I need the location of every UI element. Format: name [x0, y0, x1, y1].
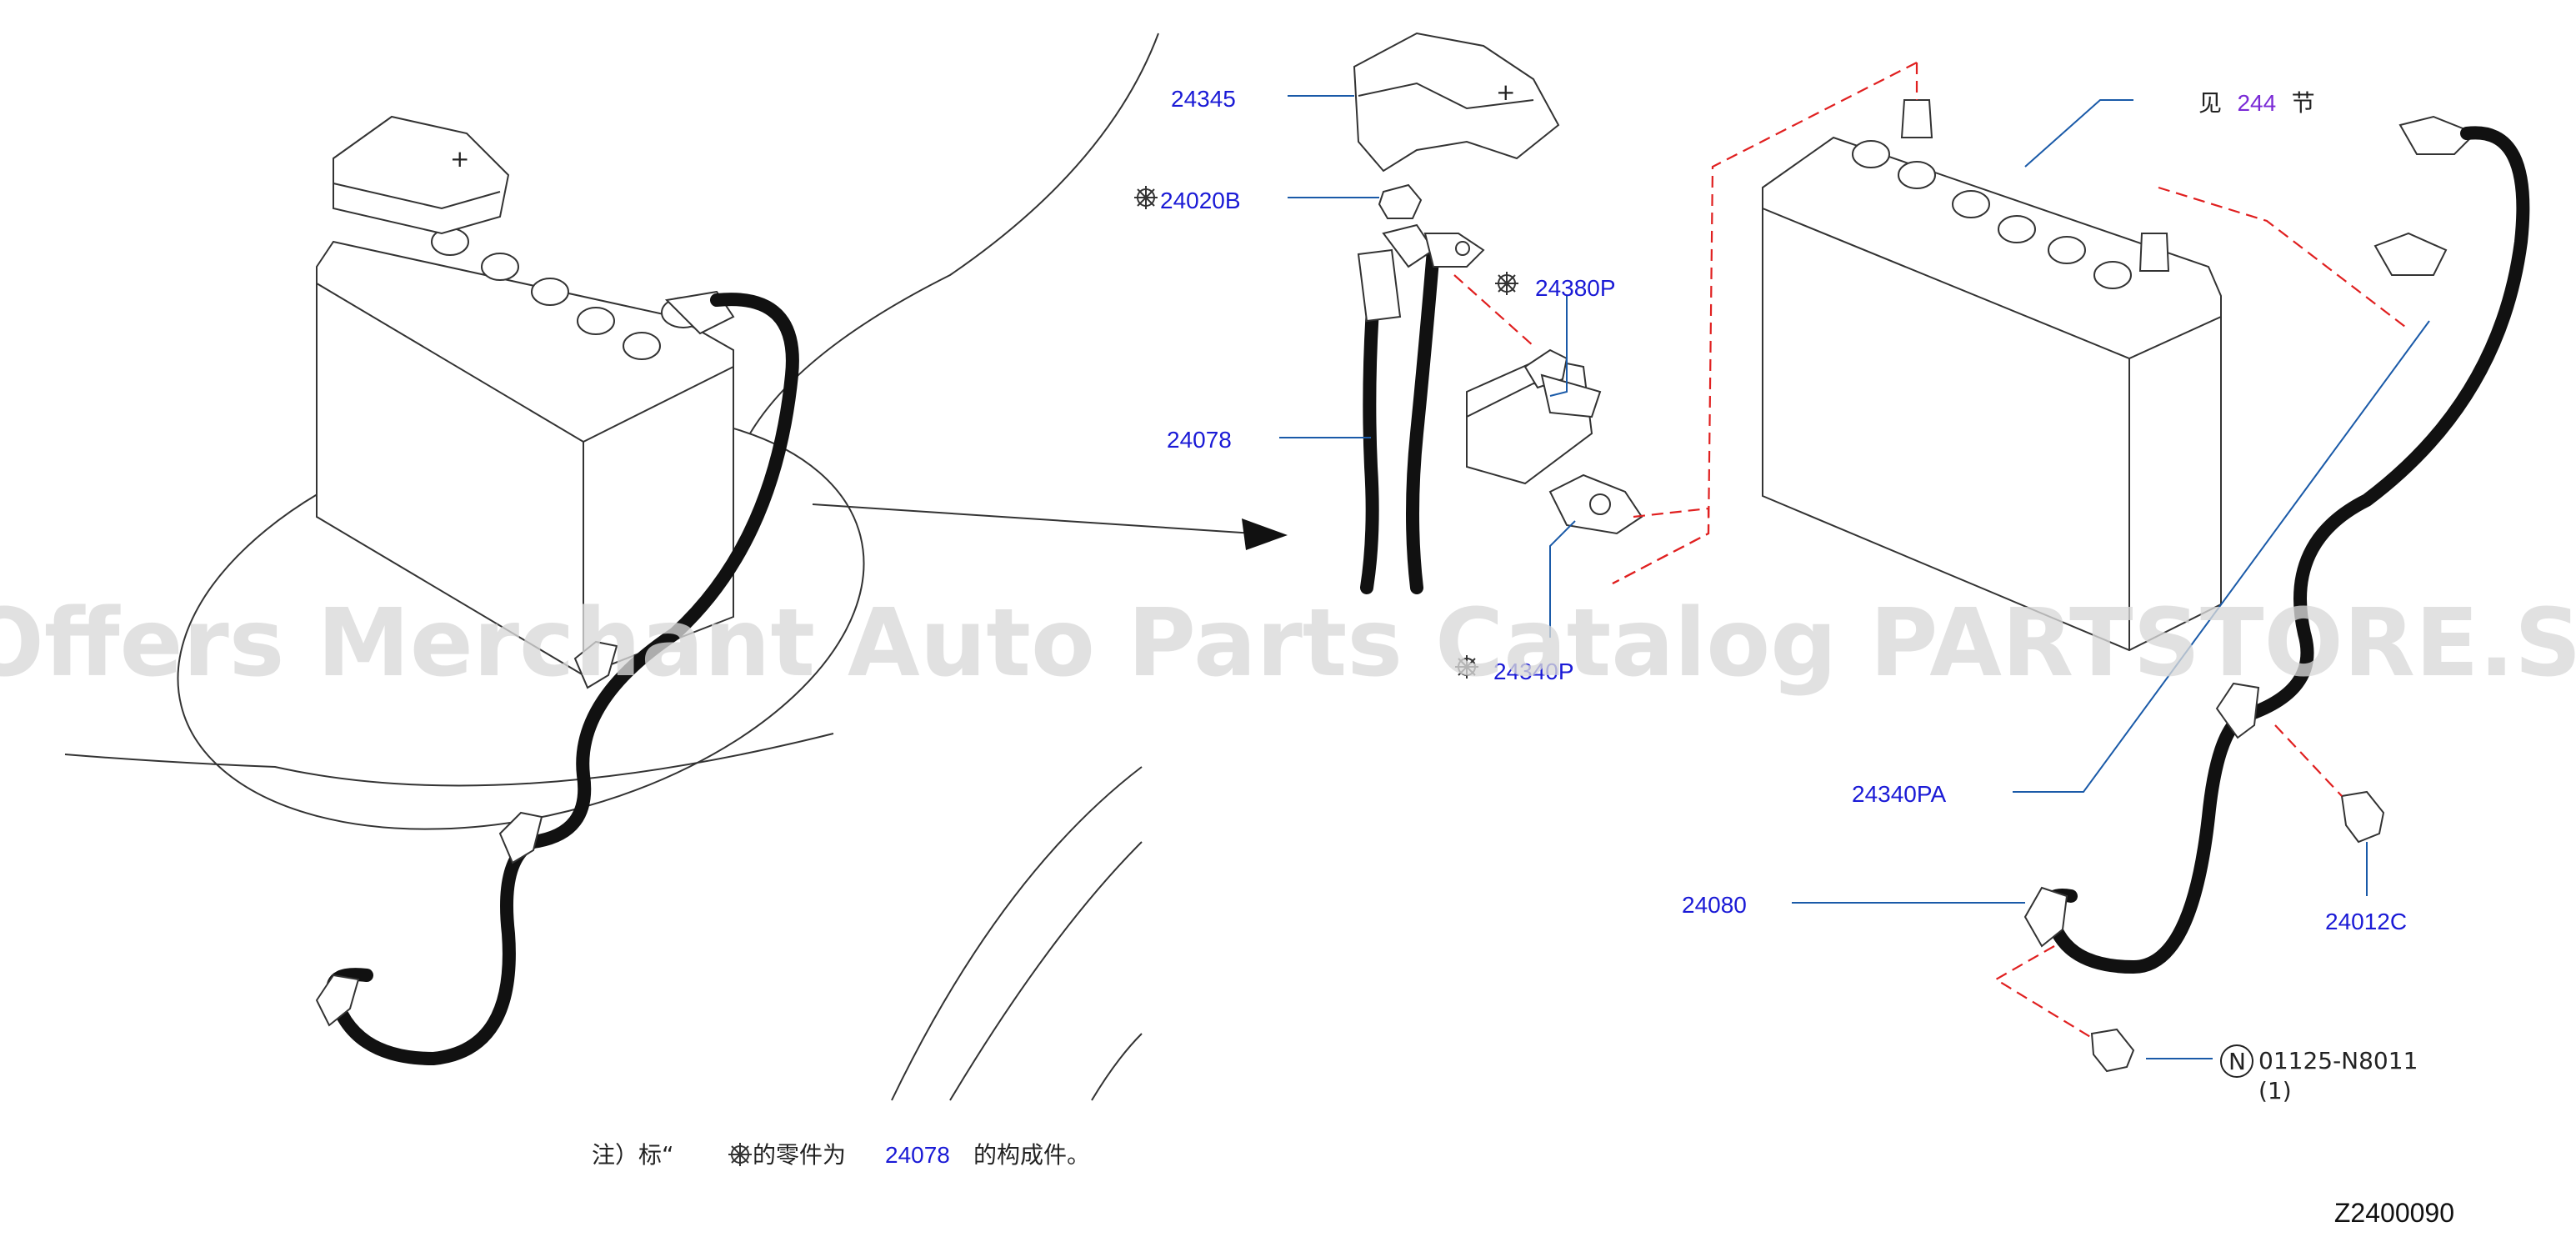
- center-assembly: +: [1353, 32, 1710, 594]
- label-24020B[interactable]: 24020B: [1160, 188, 1241, 213]
- label-24078[interactable]: 24078: [1167, 427, 1232, 453]
- overview-illustration: +: [64, 33, 1288, 1101]
- label-24340PA[interactable]: 24340PA: [1852, 781, 1946, 807]
- part-labels: 24345 24020B 24380P 24078 24340P 24340PA…: [1134, 86, 2418, 1104]
- right-battery: [1762, 99, 2222, 652]
- label-01125-N8011[interactable]: 01125-N8011: [2258, 1047, 2418, 1074]
- svg-text:的零件为: 的零件为: [753, 1141, 846, 1169]
- svg-text:注）标“: 注）标“: [592, 1141, 674, 1169]
- watermark: Offers Merchant Auto Parts Catalog PARTS…: [0, 589, 2576, 698]
- label-24340P[interactable]: 24340P: [1493, 659, 1574, 684]
- note-part-link[interactable]: 24078: [885, 1142, 950, 1168]
- n-marker-icon: N: [2220, 1044, 2253, 1078]
- label-24345[interactable]: 24345: [1171, 86, 1236, 112]
- label-24380P[interactable]: 24380P: [1535, 275, 1616, 301]
- label-01125-qty: (1): [2258, 1077, 2292, 1104]
- reference-section-link[interactable]: 244: [2237, 90, 2276, 116]
- gear-asterisk-icon: [1455, 655, 1478, 679]
- leader-lines: [1279, 95, 2430, 1059]
- gear-asterisk-icon: [1134, 186, 1158, 209]
- label-24080[interactable]: 24080: [1682, 892, 1747, 918]
- label-24012C[interactable]: 24012C: [2325, 909, 2407, 934]
- note: 注）标“ 的零件为 24078 的构成件。: [592, 1141, 1090, 1169]
- svg-text:+: +: [450, 145, 469, 173]
- reference-text: 见 244 节: [2198, 89, 2315, 117]
- overview-battery: +: [316, 115, 735, 677]
- right-assembly: [1612, 62, 2530, 1073]
- gear-asterisk-icon: [728, 1143, 752, 1166]
- svg-text:N: N: [2228, 1048, 2246, 1075]
- svg-text:+: +: [1496, 78, 1515, 106]
- diagram-code: Z2400090: [2334, 1198, 2454, 1228]
- gear-asterisk-icon: [1495, 272, 1518, 295]
- svg-text:的构成件。: 的构成件。: [973, 1141, 1090, 1169]
